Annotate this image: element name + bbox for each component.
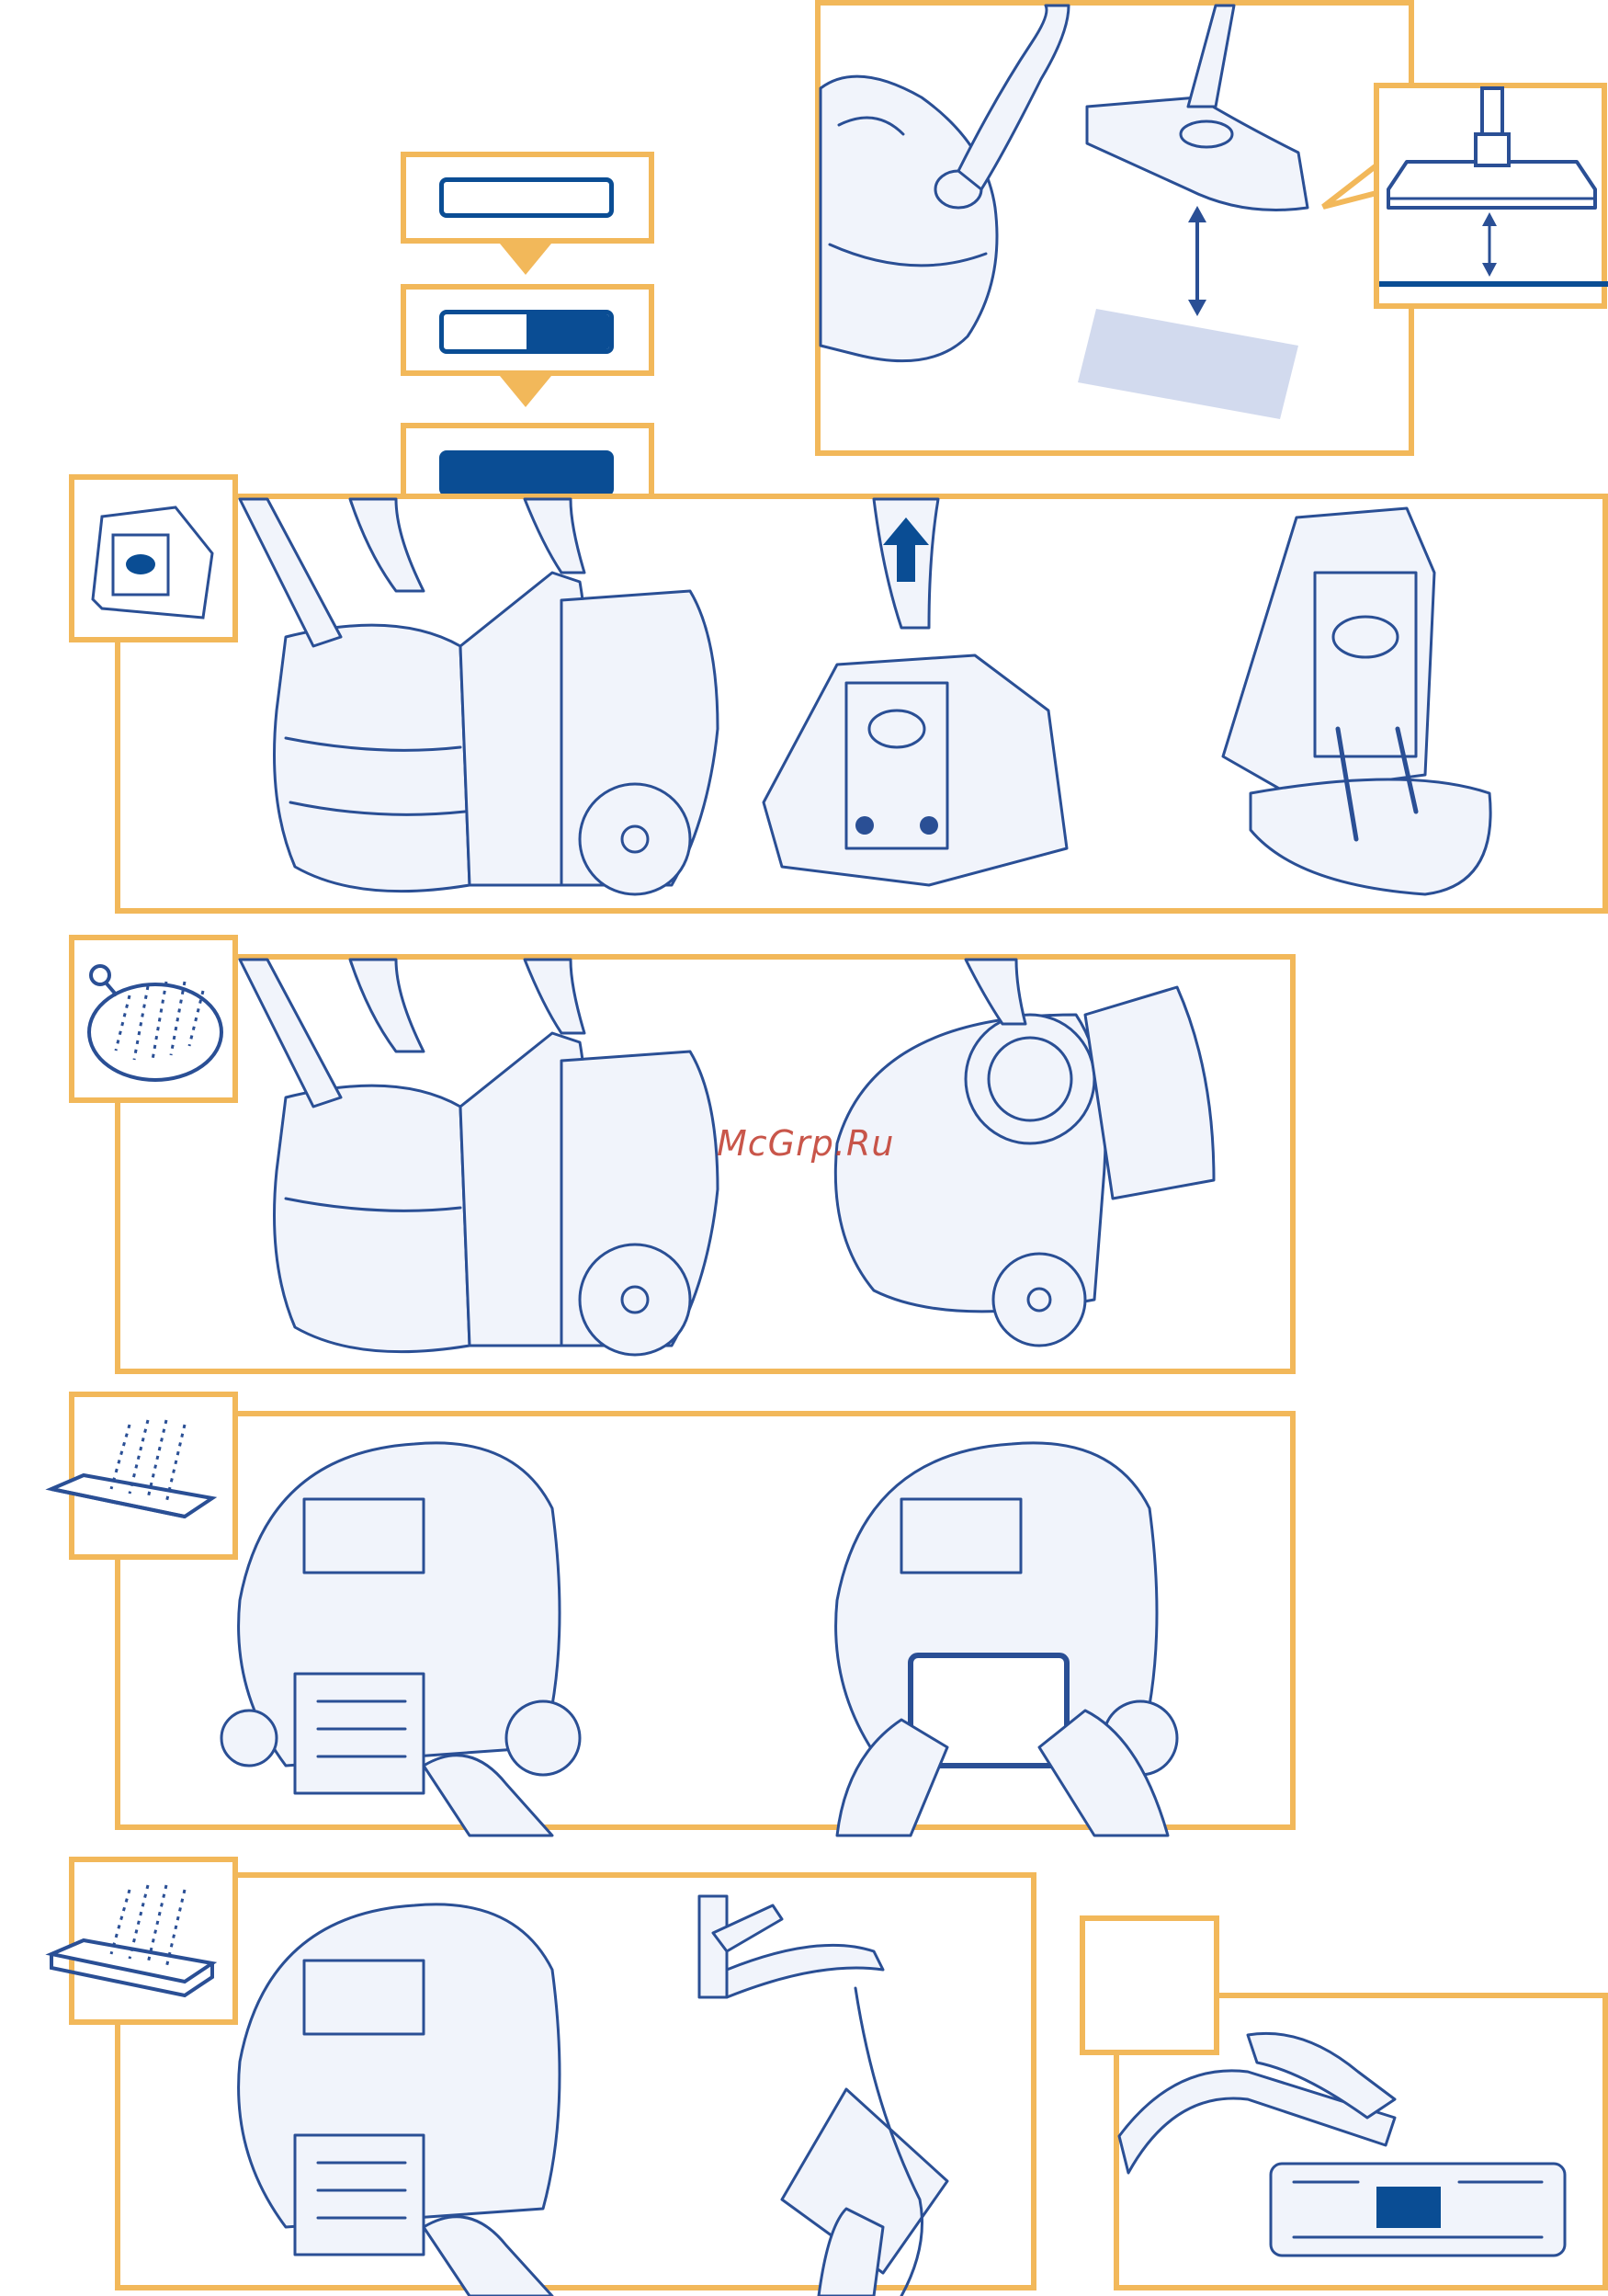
empty-icon-box: [1080, 1915, 1219, 2055]
indicator-half-box: [401, 284, 654, 376]
indicator-empty-window: [439, 177, 614, 218]
panel-nozzle-height: [815, 0, 1414, 456]
dust-bag-icon: [74, 480, 232, 637]
arrow-down-icon: [500, 244, 551, 275]
arrow-down-icon: [500, 376, 551, 407]
callout-nozzle-side: [1374, 83, 1607, 309]
dust-bag-icon-box: [69, 474, 238, 642]
indicator-empty-box: [401, 152, 654, 244]
flat-filter-icon: [74, 1397, 232, 1554]
round-filter-icon: [74, 940, 232, 1097]
vacuum-body-illustration: [821, 6, 1420, 461]
panel-dust-bag: [115, 494, 1608, 914]
washable-filter-illustrations: [120, 1878, 1042, 2296]
washable-filter-icon-box: [69, 1857, 238, 2025]
panel-exhaust-filter: [115, 1411, 1296, 1830]
callout-pointer: [1323, 156, 1378, 211]
bag-replacement-illustrations: [120, 499, 1608, 919]
indicator-half-window: [439, 310, 614, 354]
washable-filter-icon: [74, 1862, 232, 2019]
panel-motor-filter: [115, 954, 1296, 1374]
motor-filter-illustrations: [120, 960, 1301, 1380]
watermark-text: McGrp.Ru: [717, 1123, 894, 1164]
exhaust-filter-illustrations: [120, 1416, 1301, 1836]
panel-washable-filter: [115, 1872, 1036, 2290]
nozzle-floor-gap-icon: [1379, 88, 1608, 314]
motor-filter-icon-box: [69, 935, 238, 1103]
indicator-full-window: [439, 450, 614, 496]
exhaust-filter-icon-box: [69, 1392, 238, 1560]
